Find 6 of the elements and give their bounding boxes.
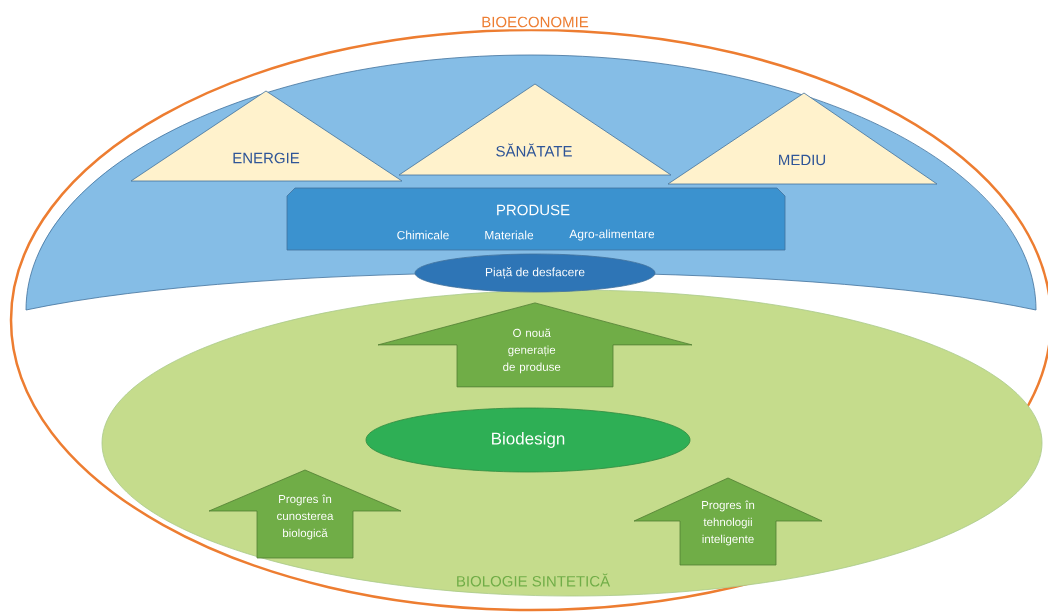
edge-label: O nouă generație de produse <box>503 328 561 374</box>
triangle: MEDIU <box>667 92 938 185</box>
products-box: PRODUSE Chimicale Materiale Agro-alimentare <box>286 187 786 251</box>
node-label: BIOECONOMIE <box>482 16 589 28</box>
triangle: ENERGIE <box>130 90 403 182</box>
triangle: SĂNĂTATE <box>398 83 672 176</box>
